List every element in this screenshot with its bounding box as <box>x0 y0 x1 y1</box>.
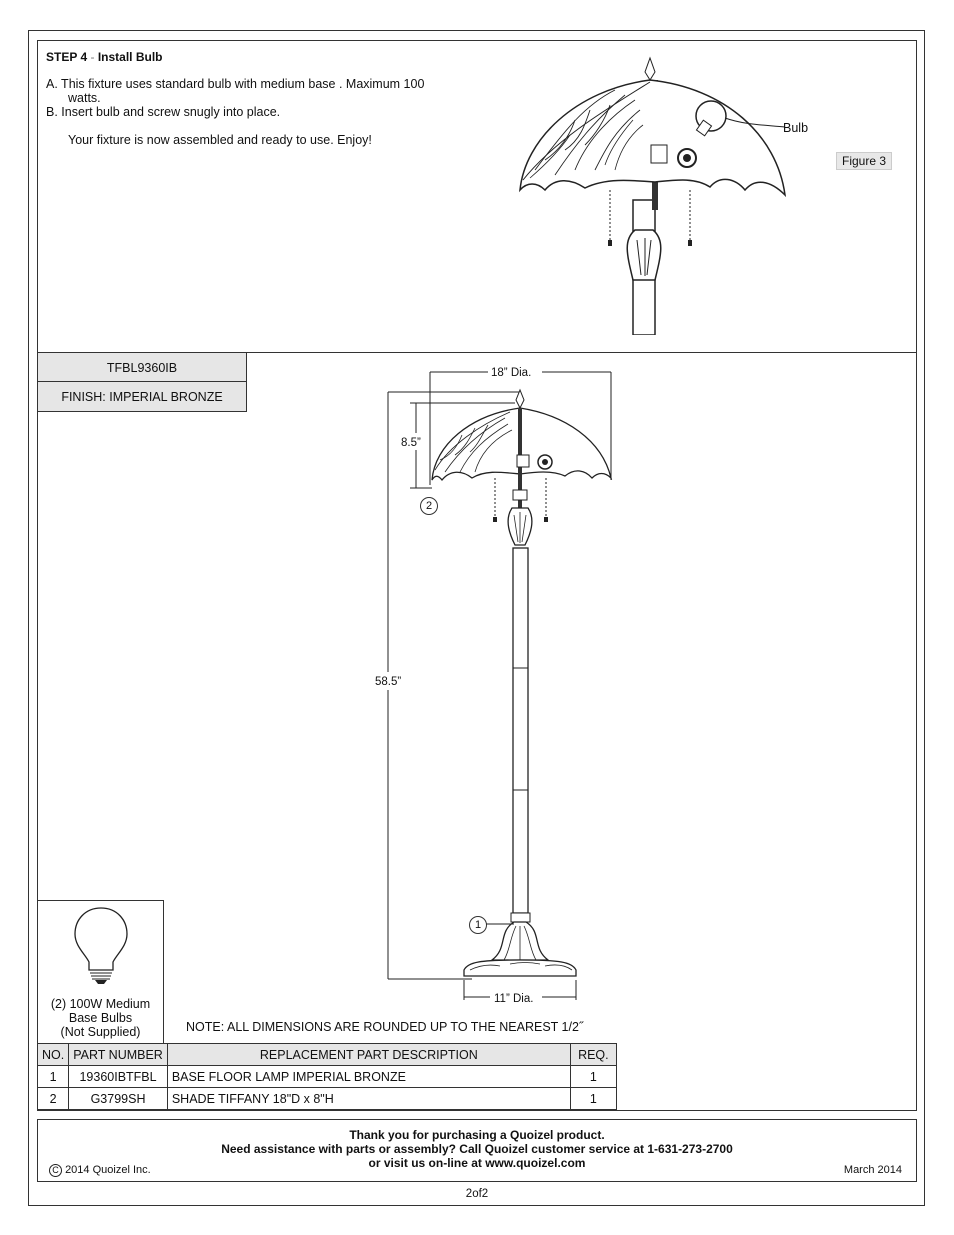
dimension-note: NOTE: ALL DIMENSIONS ARE ROUNDED UP TO T… <box>186 1020 584 1034</box>
header-description: REPLACEMENT PART DESCRIPTION <box>166 1043 571 1066</box>
copyright-symbol: C <box>49 1164 62 1177</box>
figure3-illustration <box>519 56 787 335</box>
footer-visit: or visit us on-line at www.quoizel.com <box>368 1156 586 1170</box>
bulb-box: (2) 100W Medium Base Bulbs (Not Supplied… <box>37 900 164 1044</box>
step-line-b: B. Insert bulb and screw snugly into pla… <box>46 105 281 119</box>
table-header-row: NO. PART NUMBER REPLACEMENT PART DESCRIP… <box>36 1043 617 1066</box>
step-line-a2: watts. <box>68 91 101 105</box>
model-number-box: TFBL9360IB <box>37 352 247 382</box>
row-2-req: 1 <box>569 1087 617 1110</box>
bulb-text-2: Base Bulbs <box>68 1011 133 1025</box>
step-title: STEP 4 <box>46 50 88 64</box>
dim-shade-dia: 18” Dia. <box>491 367 532 379</box>
bulb-text-1: (2) 100W Medium <box>50 997 151 1011</box>
step-subtitle: Install Bulb <box>97 50 163 64</box>
row-2-no: 2 <box>36 1087 70 1110</box>
footer-date: March 2014 <box>843 1164 902 1176</box>
callout-2: 2 <box>420 497 438 515</box>
header-req: REQ. <box>569 1043 617 1066</box>
callout-1: 1 <box>469 916 487 934</box>
figure-3-label: Figure 3 <box>836 152 893 170</box>
step-dash: - <box>90 50 95 64</box>
copyright: C 2014 Quoizel Inc. <box>49 1164 151 1177</box>
footer-thanks: Thank you for purchasing a Quoizel produ… <box>349 1128 605 1142</box>
finish-label: FINISH: IMPERIAL BRONZE <box>61 390 223 404</box>
section-divider <box>37 352 917 353</box>
dim-shade-height: 8.5” <box>401 437 421 449</box>
row-1-part-number: 19360IBTFBL <box>68 1065 168 1088</box>
header-part-number: PART NUMBER <box>68 1043 168 1066</box>
bulb-icon <box>74 907 128 984</box>
table-row: 2 G3799SH SHADE TIFFANY 18"D x 8"H 1 <box>36 1087 617 1110</box>
row-1-description: BASE FLOOR LAMP IMPERIAL BRONZE <box>166 1065 571 1088</box>
step-done: Your fixture is now assembled and ready … <box>68 133 372 147</box>
table-row: 1 19360IBTFBL BASE FLOOR LAMP IMPERIAL B… <box>36 1065 617 1088</box>
bulb-text-3: (Not Supplied) <box>60 1025 141 1039</box>
footer-box: Thank you for purchasing a Quoizel produ… <box>37 1119 917 1182</box>
parts-table: NO. PART NUMBER REPLACEMENT PART DESCRIP… <box>36 1043 617 1110</box>
row-2-part-number: G3799SH <box>68 1087 168 1110</box>
row-1-no: 1 <box>36 1065 70 1088</box>
page-frame <box>28 30 925 1206</box>
copyright-text: 2014 Quoizel Inc. <box>65 1164 151 1176</box>
content-frame <box>37 40 917 1111</box>
lamp-drawing <box>387 371 613 1000</box>
finish-box: FINISH: IMPERIAL BRONZE <box>37 381 247 412</box>
bulb-label: Bulb <box>783 121 809 135</box>
dim-overall-height: 58.5” <box>375 676 402 688</box>
step-heading: STEP 4 - Install Bulb <box>46 50 163 64</box>
row-1-req: 1 <box>569 1065 617 1088</box>
model-number: TFBL9360IB <box>106 361 178 375</box>
footer-assist: Need assistance with parts or assembly? … <box>221 1142 733 1156</box>
step-line-a: A. This fixture uses standard bulb with … <box>46 77 425 91</box>
row-2-description: SHADE TIFFANY 18"D x 8"H <box>166 1087 571 1110</box>
page-number: 2of2 <box>465 1188 489 1200</box>
dim-base-dia: 11” Dia. <box>494 993 534 1005</box>
header-no: NO. <box>36 1043 70 1066</box>
callout-1-leader <box>486 923 514 925</box>
